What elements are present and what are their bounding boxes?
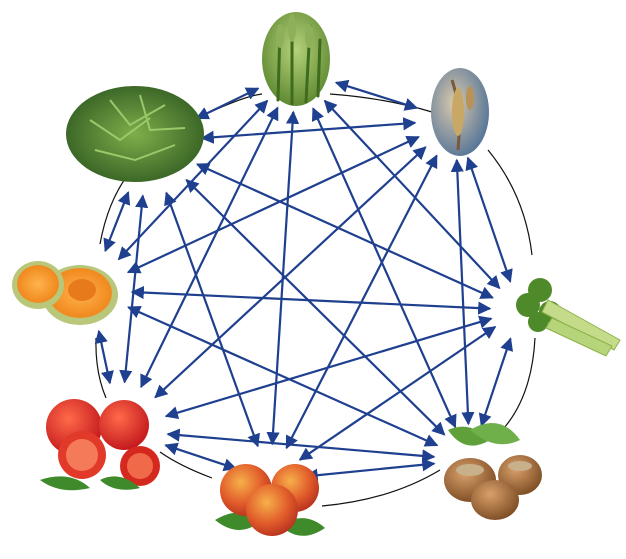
- hazelnut-icon: [444, 422, 542, 520]
- ring-arc-left-lower: [95, 337, 107, 399]
- ring-arc-top-left: [205, 93, 263, 115]
- birch-catkin-icon: [431, 68, 489, 156]
- arrow-celery-hazelnut: [478, 337, 514, 428]
- celery-icon: [516, 278, 621, 357]
- arrow-melon-tomato: [94, 329, 114, 385]
- arrow-peach-hazelnut: [304, 458, 436, 482]
- mugwort-icon: [66, 86, 204, 182]
- arrow-tomato-peach: [164, 442, 238, 472]
- arrow-plantain-grass-hazelnut: [311, 107, 457, 429]
- arrow-mugwort-melon: [103, 191, 131, 253]
- ring-arc-right-lower: [503, 337, 536, 429]
- arrow-tomato-hazelnut: [166, 428, 436, 463]
- ring-arc-bottom-right: [321, 469, 441, 507]
- arrow-celery-tomato: [164, 315, 493, 420]
- arrow-birch-catkin-hazelnut: [450, 158, 475, 426]
- tomato-icon: [40, 399, 160, 491]
- plantain-grass-icon: [262, 12, 330, 106]
- peach-icon: [215, 464, 325, 536]
- arrow-melon-hazelnut: [127, 306, 439, 447]
- arrow-mugwort-tomato: [119, 194, 149, 384]
- arrow-birch-catkin-celery: [465, 156, 513, 283]
- connection-arrows: [94, 79, 514, 482]
- arrow-mugwort-celery: [195, 163, 494, 299]
- ring-arc-bottom-left: [159, 451, 213, 479]
- ring-arc-left-upper: [99, 171, 131, 245]
- ring-arc-right-upper: [487, 149, 533, 256]
- arrow-mugwort-plantain-grass: [195, 87, 260, 120]
- arrow-melon-celery: [130, 285, 492, 315]
- arrow-mugwort-peach: [164, 191, 260, 448]
- melon-icon: [12, 261, 118, 325]
